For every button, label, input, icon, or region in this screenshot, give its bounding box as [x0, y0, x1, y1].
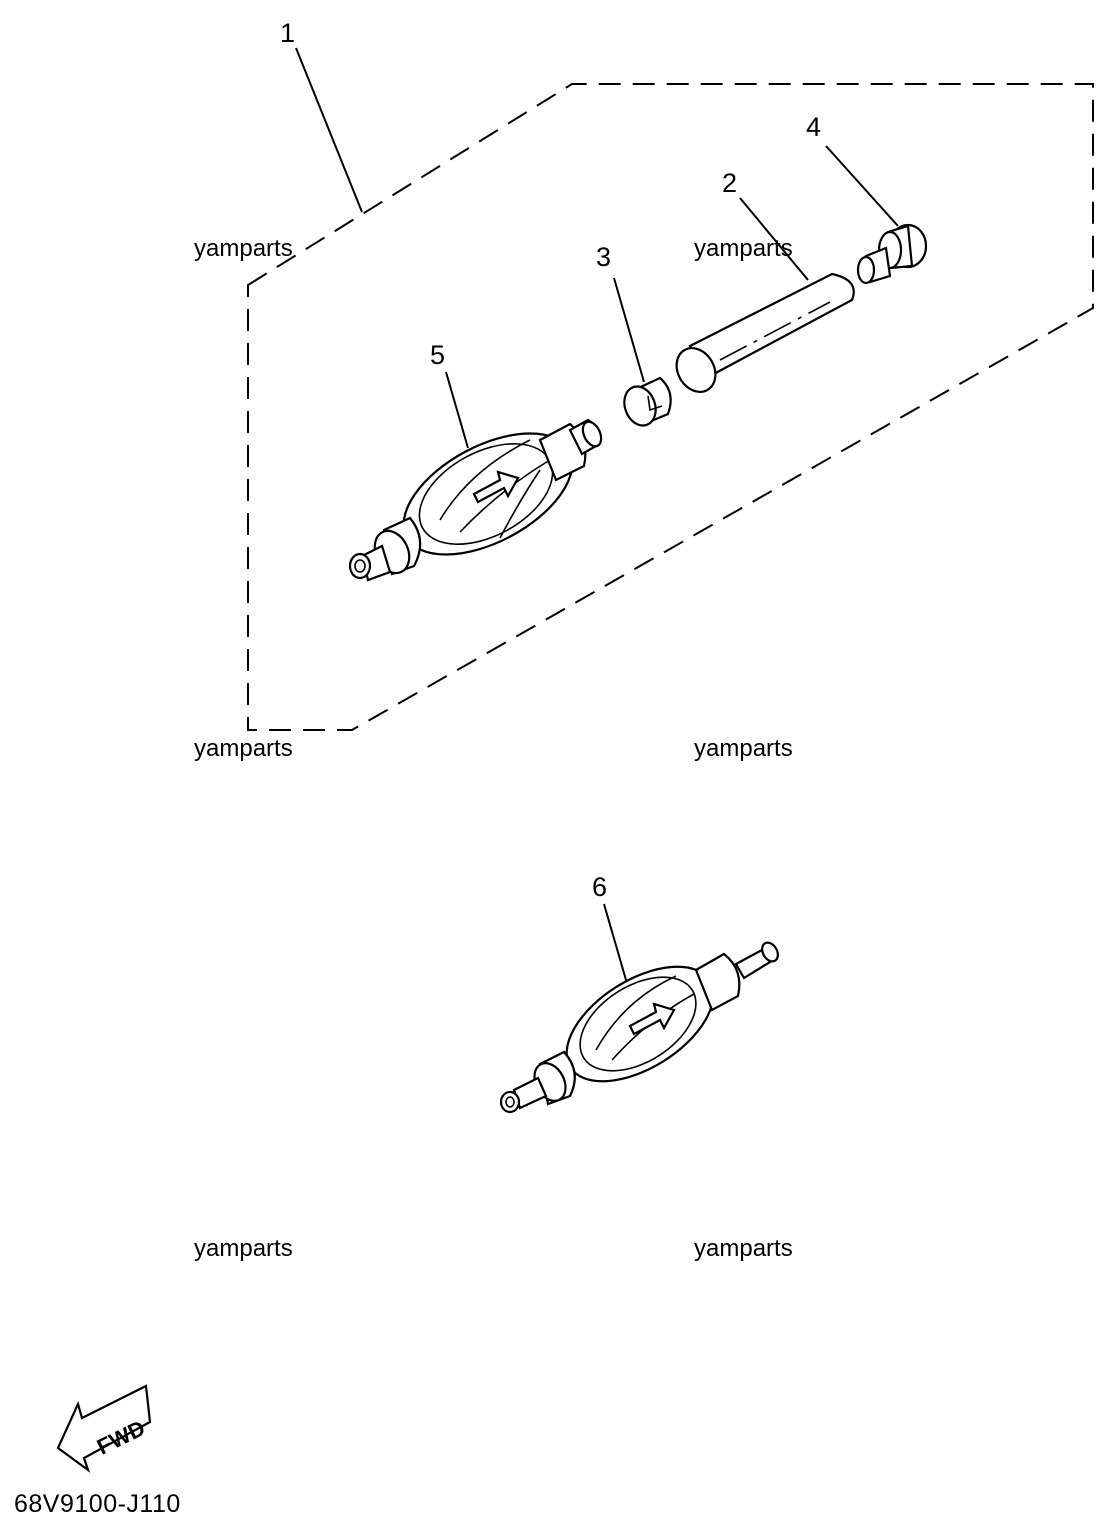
watermark: yamparts — [194, 235, 293, 262]
part-5-primer-bulb — [348, 418, 603, 582]
fwd-direction-arrow: FWD — [56, 1384, 152, 1473]
watermark: yamparts — [194, 1235, 293, 1262]
drawing-code: 68V9100-J110 — [14, 1490, 181, 1518]
callout-3: 3 — [596, 242, 611, 272]
callout-4: 4 — [806, 112, 821, 142]
leader-line-2 — [739, 197, 809, 281]
leader-line-4 — [825, 145, 899, 227]
callout-2: 2 — [722, 168, 737, 198]
leader-line-5 — [445, 371, 469, 449]
part-3-clip — [623, 376, 672, 427]
leader-line-1 — [295, 47, 363, 213]
leader-line-6 — [603, 903, 627, 981]
part-6-primer-bulb — [499, 941, 779, 1114]
callout-6: 6 — [592, 872, 607, 902]
watermark: yamparts — [694, 1235, 793, 1262]
callout-5: 5 — [430, 340, 445, 370]
callout-1: 1 — [280, 18, 295, 48]
leader-line-3 — [613, 277, 645, 383]
part-2-hose — [675, 272, 855, 393]
kit-boundary-dashed — [247, 83, 1094, 731]
watermark: yamparts — [694, 235, 793, 262]
part-4-fitting — [856, 223, 928, 285]
watermark: yamparts — [694, 735, 793, 762]
watermark: yamparts — [194, 735, 293, 762]
